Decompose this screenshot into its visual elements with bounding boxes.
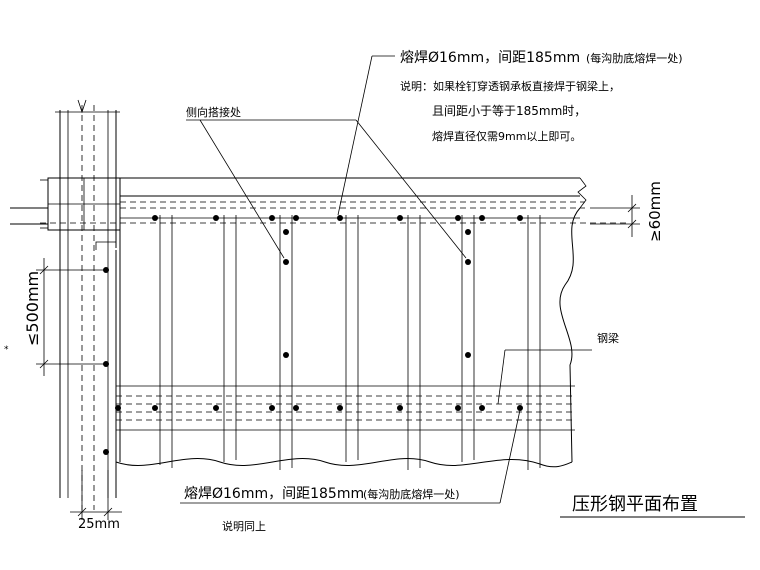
top-beam bbox=[10, 177, 630, 225]
deck-plate bbox=[115, 207, 581, 468]
annotation-text: 熔焊Ø16mm，间距185mm (每沟肋底熔焊一处) 说明：如果栓钉穿透钢承板直… bbox=[184, 50, 698, 533]
weld-dot bbox=[283, 229, 289, 235]
dimension-text: ≥60mm ≤500mm 25mm bbox=[23, 181, 664, 532]
dim-500-label: ≤500mm bbox=[23, 271, 42, 346]
weld-note-top: (每沟肋底熔焊一处) bbox=[586, 51, 683, 65]
lower-beam bbox=[116, 385, 575, 431]
weld-dot bbox=[337, 405, 343, 411]
weld-spec-top: 熔焊Ø16mm，间距185mm bbox=[400, 50, 580, 66]
dim-25-label: 25mm bbox=[78, 517, 120, 532]
weld-note-bottom: (每沟肋底熔焊一处) bbox=[363, 487, 460, 501]
left-column bbox=[55, 99, 120, 510]
note-line-2: 且间距小于等于185mm时， bbox=[432, 104, 586, 118]
steel-beam-label: 钢梁 bbox=[597, 331, 619, 345]
drawing-title: 压形钢平面布置 bbox=[572, 494, 698, 515]
dimension-25 bbox=[70, 470, 122, 520]
weld-dot bbox=[283, 352, 289, 358]
weld-dot bbox=[103, 267, 109, 273]
weld-dot bbox=[152, 215, 158, 221]
weld-dot bbox=[465, 259, 471, 265]
weld-dot bbox=[293, 405, 299, 411]
weld-dot bbox=[293, 215, 299, 221]
weld-dot bbox=[517, 405, 523, 411]
weld-dot bbox=[479, 215, 485, 221]
dimension-60 bbox=[590, 195, 640, 237]
weld-dot bbox=[213, 405, 219, 411]
weld-dot bbox=[269, 215, 275, 221]
weld-dot bbox=[455, 405, 461, 411]
deck-ribs bbox=[159, 215, 541, 470]
side-lap-label: 侧向搭接处 bbox=[186, 105, 241, 119]
weld-dot bbox=[517, 215, 523, 221]
weld-dot bbox=[465, 352, 471, 358]
weld-dot bbox=[283, 259, 289, 265]
weld-dot bbox=[103, 361, 109, 367]
note-same-label: 说明同上 bbox=[222, 519, 266, 533]
weld-dot bbox=[465, 229, 471, 235]
dimension-500 bbox=[36, 258, 104, 376]
weld-dot bbox=[152, 405, 158, 411]
stray-mark: * bbox=[4, 345, 9, 355]
weld-dot bbox=[269, 405, 275, 411]
note-line-1: 说明：如果栓钉穿透钢承板直接焊于钢梁上， bbox=[400, 79, 620, 93]
weld-dot bbox=[213, 215, 219, 221]
weld-dot bbox=[455, 215, 461, 221]
weld-spec-bottom: 熔焊Ø16mm，间距185mm bbox=[184, 486, 364, 502]
weld-dot bbox=[115, 405, 121, 411]
note-line-3: 熔焊直径仅需9mm以上即可。 bbox=[432, 129, 581, 143]
weld-dot bbox=[103, 449, 109, 455]
dim-60-label: ≥60mm bbox=[646, 181, 664, 242]
column-beam-junction bbox=[40, 177, 121, 250]
leader-lines bbox=[180, 55, 592, 504]
weld-dot bbox=[397, 215, 403, 221]
weld-dot bbox=[337, 215, 343, 221]
weld-dot bbox=[479, 405, 485, 411]
weld-dot bbox=[397, 405, 403, 411]
weld-points bbox=[103, 215, 523, 455]
